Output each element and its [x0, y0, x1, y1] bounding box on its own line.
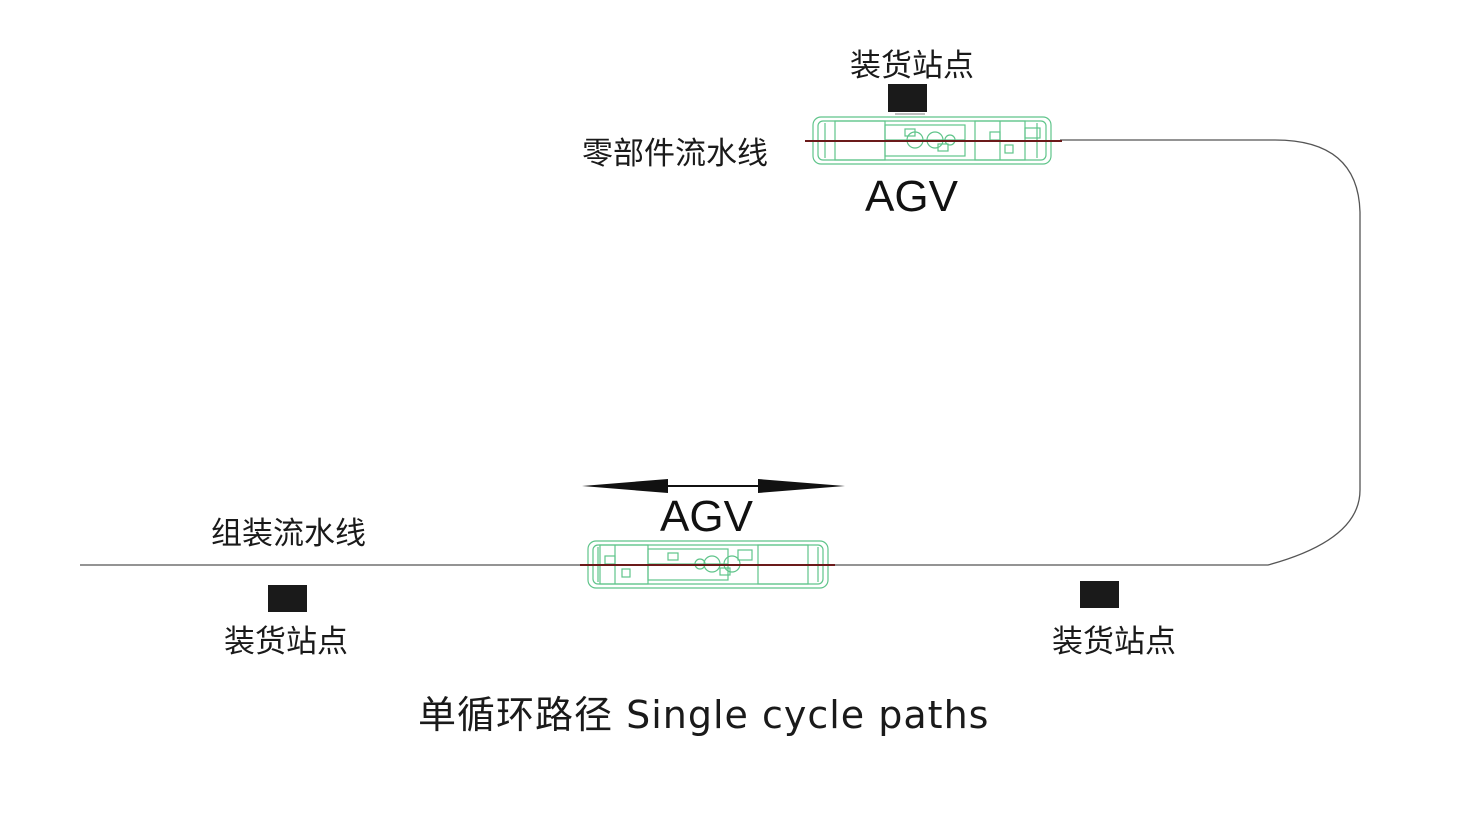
loading-station-top: [888, 84, 927, 112]
station-label-top: 装货站点: [850, 48, 974, 84]
guide-path: [80, 139, 1361, 566]
station-label-left: 装货站点: [224, 624, 348, 660]
diagram-caption: 单循环路径 Single cycle paths: [418, 693, 990, 737]
loading-station-left: [268, 585, 307, 612]
agv-vehicle-bottom: [580, 540, 835, 589]
agv-label-top: AGV: [865, 172, 958, 221]
bidirectional-arrow: [582, 479, 845, 493]
parts-line-label: 零部件流水线: [582, 136, 768, 172]
agv-label-bottom: AGV: [660, 492, 753, 541]
station-label-right: 装货站点: [1052, 624, 1176, 660]
agv-vehicle-top: [805, 113, 1062, 165]
loading-station-right: [1080, 581, 1119, 608]
assembly-line-label: 组装流水线: [211, 516, 366, 552]
